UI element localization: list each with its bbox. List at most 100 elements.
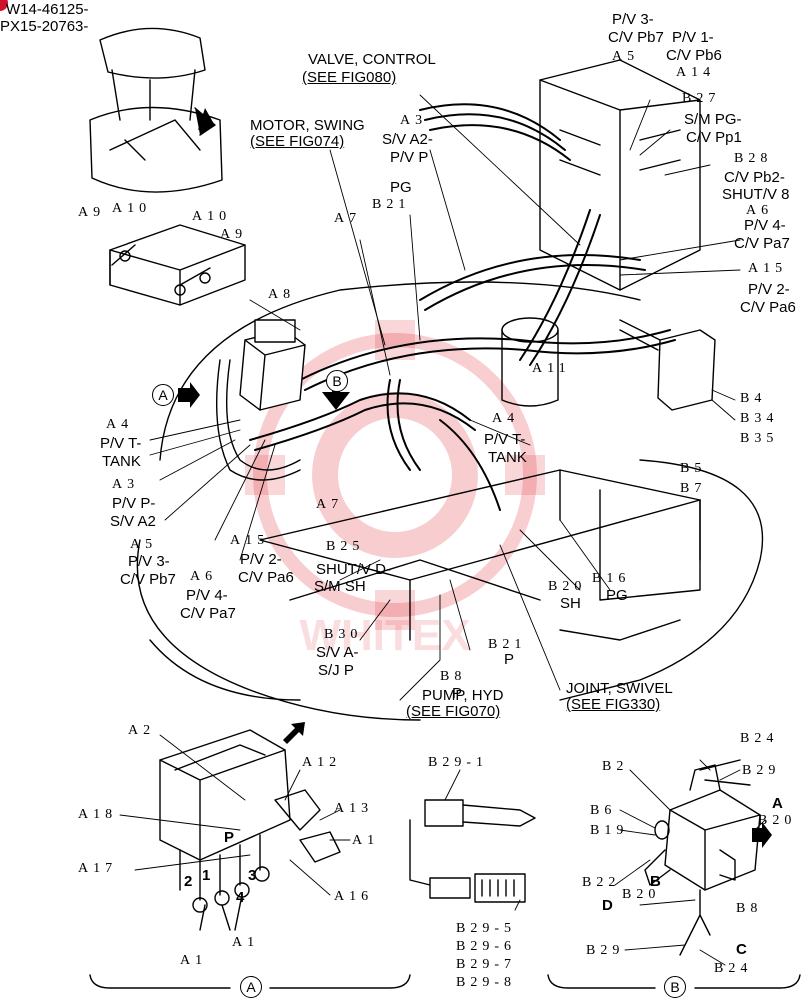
- marker-dot: [0, 0, 8, 11]
- ref-a7-top: A7: [334, 211, 362, 226]
- port-p-b21: P: [504, 651, 515, 668]
- ref-detail-b20-mid: B20: [622, 887, 661, 902]
- ref-a6-left: A6: [190, 569, 218, 584]
- port-pg-bottom: PG: [606, 587, 628, 604]
- port-sva-sjp-2: S/J P: [318, 662, 354, 679]
- port-p-b8: P: [452, 685, 463, 702]
- ref-b25: B25: [326, 539, 365, 554]
- ref-a10-right: A10: [192, 209, 232, 224]
- callout-pump-hyd-title: PUMP, HYD: [422, 687, 504, 704]
- view-marker-b-main: B: [326, 370, 348, 392]
- port-pg-top: PG: [390, 179, 412, 196]
- pilot-port-4: 4: [236, 889, 245, 906]
- ref-b7: B7: [680, 481, 707, 496]
- callout-joint-swivel-ref: (SEE FIG330): [566, 696, 661, 713]
- direction-arrows: [178, 108, 772, 848]
- ref-a4-left: A4: [106, 417, 134, 432]
- port-shutv-d-smsh-2: S/M SH: [314, 578, 366, 595]
- ref-a3-top: A3: [400, 113, 428, 128]
- part-code-line1: W14-46125-: [6, 1, 89, 18]
- ref-b21-top: B21: [372, 197, 411, 212]
- ref-detail-b29-bottom: B29: [586, 943, 625, 958]
- watermark-gear-teeth: [245, 320, 545, 630]
- ref-a15-left: A15: [230, 533, 270, 548]
- port-pv3-cvpb7-top-2: C/V Pb7: [608, 29, 664, 46]
- ref-a4-mid: A4: [492, 411, 520, 426]
- port-sm-pg-cvpp1-2: C/V Pp1: [686, 129, 742, 146]
- ref-a5-top: A5: [612, 49, 640, 64]
- callout-joint-swivel-title: JOINT, SWIVEL: [566, 680, 673, 697]
- ref-b5: B5: [680, 461, 707, 476]
- ref-b20: B20: [548, 579, 587, 594]
- ref-detail-b6: B6: [590, 803, 617, 818]
- ref-detail-b29-top: B29: [742, 763, 781, 778]
- ref-detail-b22: B22: [582, 875, 621, 890]
- ref-a14: A14: [676, 65, 716, 80]
- callout-valve-control-ref: (SEE FIG080): [302, 69, 397, 86]
- ref-a7-mid: A7: [316, 497, 344, 512]
- port-sh: SH: [560, 595, 581, 612]
- ref-b29-7: B29-7: [456, 957, 516, 972]
- callout-valve-control-title: VALVE, CONTROL: [308, 51, 436, 68]
- ref-a15-right: A15: [748, 261, 788, 276]
- ref-detail-b2: B2: [602, 759, 629, 774]
- shutoff-valve-block: [619, 319, 716, 411]
- view-marker-a-main: A: [152, 384, 174, 406]
- ref-a9-left: A9: [78, 205, 106, 220]
- detail-a-pilot-valve: [159, 729, 341, 931]
- ref-b27: B27: [682, 91, 721, 106]
- detail-b-shutoff-valve: [644, 759, 761, 956]
- view-brackets: [89, 974, 801, 989]
- port-pv2-cvpa6-right-2: C/V Pa6: [740, 299, 796, 316]
- ref-b16: B16: [592, 571, 631, 586]
- detail-letter-b: B: [650, 873, 661, 890]
- port-pv3-cvpb7-top-1: P/V 3-: [612, 11, 654, 28]
- pilot-port-2: 2: [184, 873, 193, 890]
- ref-b29-1: B29-1: [428, 755, 488, 770]
- watermark-gear: [253, 333, 537, 617]
- port-sva2-pvp-1: S/V A2-: [382, 131, 433, 148]
- ref-b28: B28: [734, 151, 773, 166]
- callout-motor-swing-ref: (SEE FIG074): [250, 133, 345, 150]
- port-pvp-sva2-1: P/V P-: [112, 495, 156, 512]
- ref-b29-8: B29-8: [456, 975, 516, 990]
- port-sva-sjp-1: S/V A-: [316, 644, 359, 661]
- port-pvt-tank-mid-1: P/V T-: [484, 431, 526, 448]
- port-pv4-cvpa7-left-2: C/V Pa7: [180, 605, 236, 622]
- ref-detail-a1-bottom-l: A1: [180, 953, 208, 968]
- port-pv2-cvpa6-right-1: P/V 2-: [748, 281, 790, 298]
- ref-b29-6: B29-6: [456, 939, 516, 954]
- pilot-valve-body: [215, 319, 306, 481]
- port-pv2-cvpa6-left-1: P/V 2-: [240, 551, 282, 568]
- port-pv1-cvpb6-1: P/V 1-: [672, 29, 714, 46]
- ref-b34: B34: [740, 411, 779, 426]
- pilot-port-p: P: [224, 829, 235, 846]
- pilot-port-3: 3: [248, 867, 257, 884]
- ref-detail-a1-bottom-r: A1: [232, 935, 260, 950]
- ref-a3-left: A3: [112, 477, 140, 492]
- ref-detail-a1-right: A1: [352, 833, 380, 848]
- port-shutv-d-smsh-1: SHUT/V D-: [316, 561, 391, 578]
- ref-b4: B4: [740, 391, 767, 406]
- port-pvt-tank-mid-2: TANK: [488, 449, 527, 466]
- ref-b30: B30: [324, 627, 363, 642]
- detail-letter-c: C: [736, 941, 747, 958]
- callout-motor-swing-title: MOTOR, SWING: [250, 117, 365, 134]
- ref-detail-b24-bottom: B24: [714, 961, 753, 976]
- port-pv3-cvpb7-left-2: C/V Pb7: [120, 571, 176, 588]
- part-code-line2: PX15-20763-: [0, 18, 89, 35]
- ref-a9-right: A9: [220, 227, 248, 242]
- port-pv4-cvpa7-left-1: P/V 4-: [186, 587, 228, 604]
- callout-pump-hyd-ref: (SEE FIG070): [406, 703, 501, 720]
- ref-a10-left: A10: [112, 201, 152, 216]
- view-marker-b-detail: B: [664, 976, 686, 998]
- port-pv4-cvpa7-right-1: P/V 4-: [744, 217, 786, 234]
- port-cvpb2-shutv8-2: SHUT/V 8: [722, 186, 790, 203]
- port-pvt-tank-left-2: TANK: [102, 453, 141, 470]
- port-sm-pg-cvpp1-1: S/M PG-: [684, 111, 742, 128]
- ref-detail-a12: A12: [302, 755, 342, 770]
- clamp-inset: [109, 224, 246, 306]
- port-pv3-cvpb7-left-1: P/V 3-: [128, 553, 170, 570]
